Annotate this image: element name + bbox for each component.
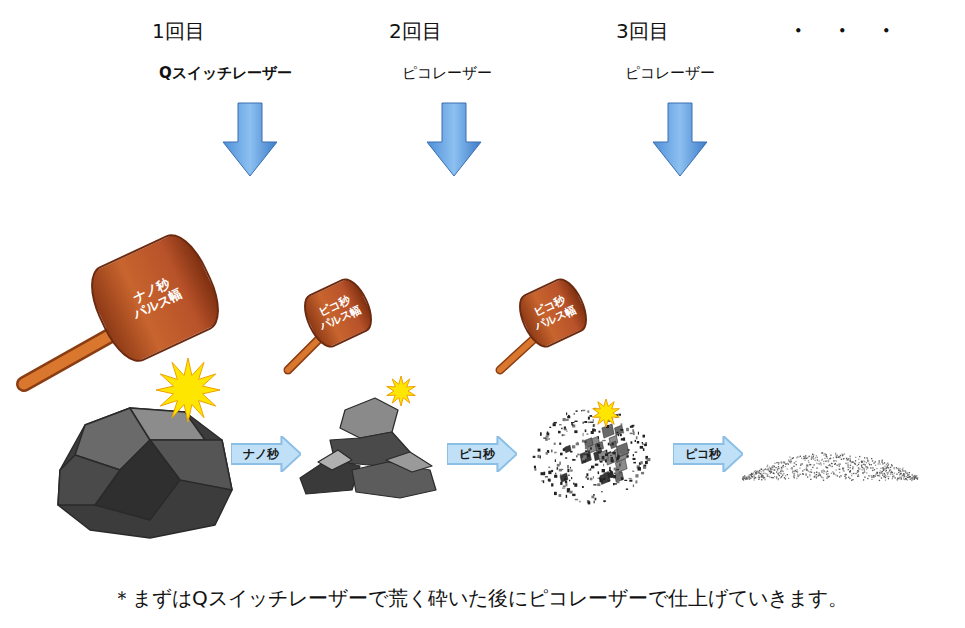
impact-burst [156, 358, 619, 427]
burst-star [593, 399, 620, 427]
time-scale-text: ピコ秒 [459, 446, 495, 463]
step-arrow: ナノ秒 [231, 436, 301, 472]
step-arrow: ピコ秒 [673, 436, 743, 472]
hammer-handle [24, 330, 535, 384]
burst-star [387, 376, 416, 406]
laser-name: Qスイッチレーザー [159, 64, 292, 83]
step-number: 1回目 [152, 18, 205, 45]
time-scale-text: ナノ秒 [243, 446, 279, 463]
step-arrow: ピコ秒 [447, 436, 517, 472]
pulse-width-text: ピコ秒 パルス幅 [526, 292, 580, 335]
down-arrow [223, 103, 707, 176]
burst-star [156, 358, 220, 422]
rock-powder [742, 452, 918, 481]
hammer-head: ピコ秒 パルス幅 [512, 273, 595, 353]
laser-name: ピコレーザー [625, 64, 715, 83]
time-scale-text: ピコ秒 [685, 446, 721, 463]
step-number: 3回目 [616, 18, 669, 45]
continuation-dots: ・ ・ ・ [787, 16, 897, 46]
pulse-width-text: ピコ秒 パルス幅 [311, 292, 365, 335]
step-number: 2回目 [389, 18, 442, 45]
large-rock [58, 408, 232, 538]
rock-fragments [533, 408, 651, 505]
pulse-width-text: ナノ秒 パルス幅 [123, 273, 186, 324]
hammer-head: ピコ秒 パルス幅 [297, 273, 380, 353]
caption: ＊まずはQスイッチレーザーで荒く砕いた後にピコレーザーで仕上げていきます。 [112, 585, 848, 612]
laser-name: ピコレーザー [402, 64, 492, 83]
broken-rock [300, 398, 436, 498]
